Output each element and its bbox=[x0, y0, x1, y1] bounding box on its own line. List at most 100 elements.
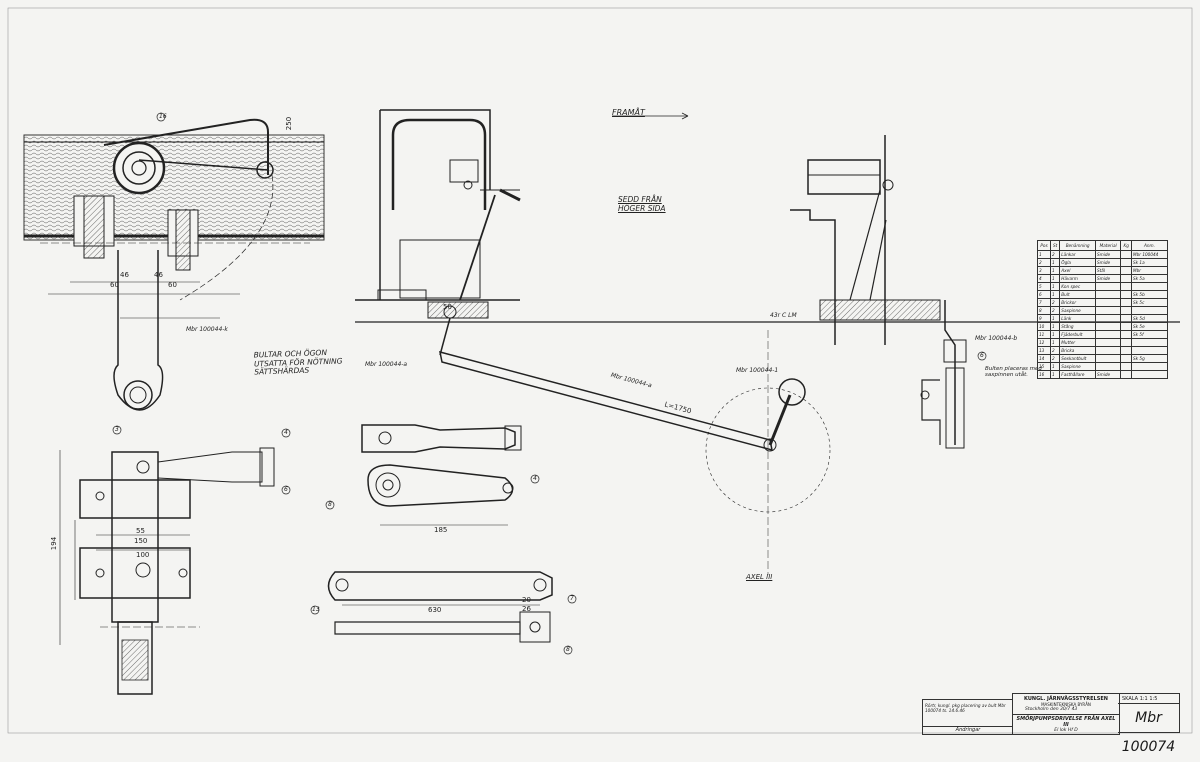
table-cell bbox=[1094, 346, 1122, 355]
title-block: KUNGL. JÄRNVÄGSSTYRELSEN MASKINTEKNISKA … bbox=[1012, 693, 1120, 735]
table-cell bbox=[1120, 370, 1132, 379]
revision-text: Rörtr, kungl. pkg placering av bult Mbr … bbox=[925, 703, 1006, 714]
table-cell bbox=[1094, 290, 1122, 299]
table-cell: 1 bbox=[1036, 250, 1052, 259]
table-cell: 7 bbox=[1036, 298, 1052, 307]
table-cell: 2 bbox=[1050, 298, 1061, 307]
table-cell: Hävarm bbox=[1059, 274, 1096, 283]
table-cell: 9 bbox=[1036, 314, 1052, 323]
table-cell bbox=[1120, 266, 1132, 275]
part-ref: Mbr 100044-k bbox=[186, 326, 228, 333]
table-cell: 1 bbox=[1050, 314, 1061, 323]
table-cell bbox=[1131, 370, 1168, 379]
col-material: Material bbox=[1094, 240, 1122, 251]
dim: 20 bbox=[522, 596, 531, 604]
table-cell bbox=[1131, 346, 1168, 355]
table-cell: Sk 5d bbox=[1131, 314, 1168, 323]
table-cell: Sk 5e bbox=[1131, 322, 1168, 331]
callout-bubble bbox=[325, 500, 335, 510]
technical-drawing bbox=[7, 7, 1193, 734]
callout-number: 6 bbox=[284, 486, 288, 493]
col-kg: Kg bbox=[1120, 240, 1132, 251]
table-cell: Länkar bbox=[1059, 250, 1096, 259]
callout-number: 8 bbox=[566, 646, 570, 653]
note-axel: AXEL III bbox=[746, 573, 773, 581]
table-cell bbox=[1120, 258, 1132, 267]
table-cell bbox=[1094, 338, 1122, 347]
drawing-number: Mbr 100074 bbox=[1118, 704, 1180, 755]
note-sedd-fran: SEDD FRÅN HÖGER SIDA bbox=[618, 195, 666, 213]
callout-number: 3 bbox=[115, 426, 119, 433]
table-cell bbox=[1120, 338, 1132, 347]
part-ref: Mbr 100044-1 bbox=[736, 367, 779, 374]
table-cell: 1 bbox=[1050, 330, 1061, 339]
part-ref: Mbr 100044-a bbox=[365, 361, 408, 368]
table-cell: Sk 1a bbox=[1131, 258, 1168, 267]
table-cell bbox=[1120, 250, 1132, 259]
note-framat: FRAMÅT bbox=[612, 108, 645, 117]
table-cell: Stång bbox=[1059, 322, 1096, 331]
table-cell bbox=[1131, 338, 1168, 347]
table-cell: Sk 5f bbox=[1131, 330, 1168, 339]
table-cell: Fasthållare bbox=[1059, 370, 1096, 379]
table-cell: 5 bbox=[1036, 282, 1052, 291]
bottom-link-bar bbox=[327, 571, 553, 643]
drawing-subtitle: El lok Hf D bbox=[1054, 728, 1078, 733]
table-cell: 14 bbox=[1036, 354, 1052, 363]
table-cell bbox=[1120, 282, 1132, 291]
part-ref: Mbr 100044-b bbox=[975, 335, 1018, 342]
table-cell bbox=[1094, 322, 1122, 331]
dim: 194 bbox=[50, 536, 59, 551]
table-cell: 1 bbox=[1050, 338, 1061, 347]
table-cell: Kon spec bbox=[1059, 282, 1096, 291]
table-cell bbox=[1131, 362, 1168, 371]
drawing-title: SMÖRJPUMPSDRIVELSE FRÅN AXEL III bbox=[1013, 714, 1119, 728]
table-cell: 16 bbox=[1036, 370, 1052, 379]
table-cell: 2 bbox=[1050, 306, 1061, 315]
table-cell: 1 bbox=[1050, 282, 1061, 291]
callout-bubble bbox=[977, 351, 987, 361]
dim: 55 bbox=[136, 527, 145, 535]
table-cell: Bult bbox=[1059, 290, 1096, 299]
callout-bubble bbox=[156, 112, 166, 122]
table-cell bbox=[1120, 362, 1132, 371]
table-cell: 15 bbox=[1036, 362, 1052, 371]
callout-number: 16 bbox=[159, 113, 167, 120]
parts-table-header: Pos St Benämning Material Kg Anm. bbox=[1036, 240, 1168, 251]
callout-number: 4 bbox=[533, 475, 537, 482]
table-cell bbox=[1120, 346, 1132, 355]
table-cell: Mbr 100044 bbox=[1131, 250, 1168, 259]
table-cell: 8 bbox=[1036, 306, 1052, 315]
callout-bubble bbox=[567, 594, 577, 604]
table-cell: 2 bbox=[1036, 258, 1052, 267]
callout-bubble bbox=[281, 428, 291, 438]
table-cell: Sk 5c bbox=[1131, 298, 1168, 307]
dim: 46 bbox=[154, 271, 163, 279]
callout-number: 8 bbox=[328, 501, 332, 508]
table-cell bbox=[1094, 354, 1122, 363]
table-cell: 10 bbox=[1036, 322, 1052, 331]
table-cell: 12 bbox=[1036, 338, 1052, 347]
right-side-view bbox=[790, 135, 967, 449]
table-cell: Fjäderbult bbox=[1059, 330, 1096, 339]
callout-bubble bbox=[563, 645, 573, 655]
table-cell: Sk 5b bbox=[1131, 290, 1168, 299]
col-benamning: Benämning bbox=[1059, 240, 1096, 251]
table-cell: 11 bbox=[1036, 330, 1052, 339]
table-cell: Saxpinne bbox=[1059, 362, 1096, 371]
table-cell: 2 bbox=[1050, 346, 1061, 355]
table-cell bbox=[1131, 306, 1168, 315]
table-cell bbox=[1120, 330, 1132, 339]
